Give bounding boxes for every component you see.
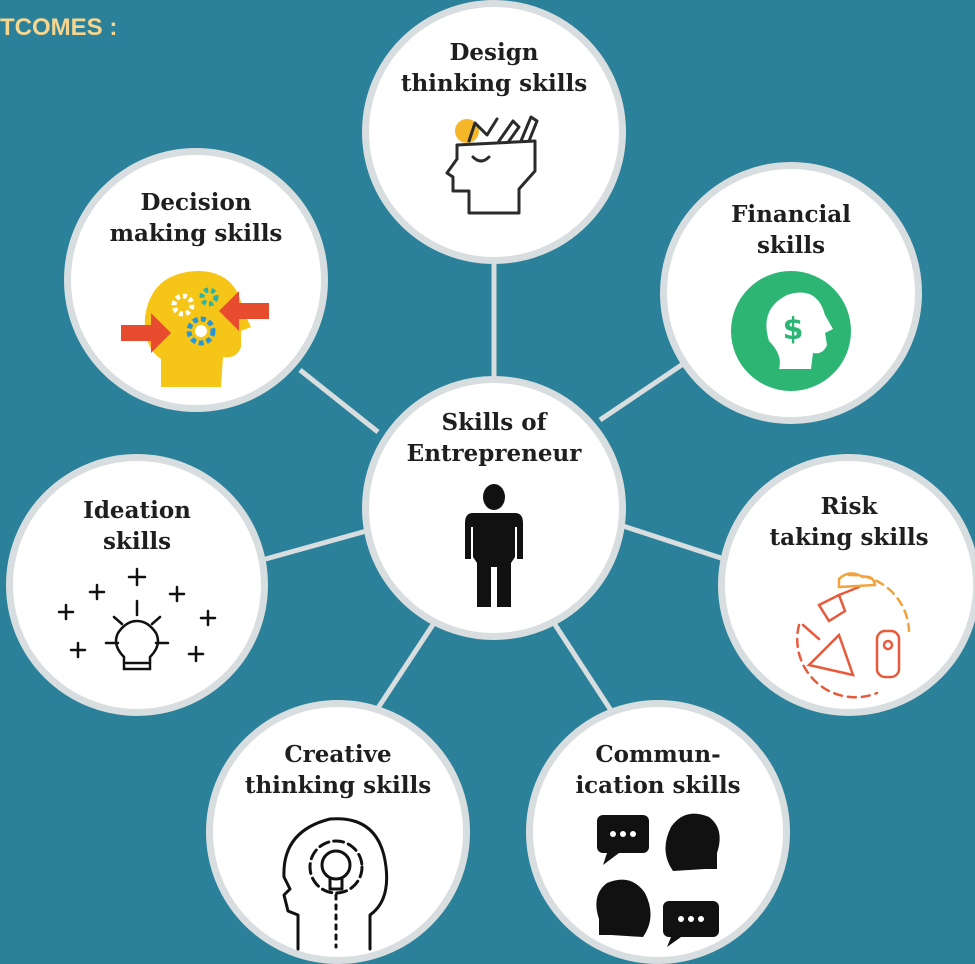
head-tools-icon: [445, 115, 539, 215]
node-decision-making: Decision making skills: [64, 148, 328, 412]
node-label-line1: Creative: [284, 741, 392, 768]
node-ideation: Ideation skills: [6, 454, 268, 716]
node-creative-thinking: Creative thinking skills: [206, 700, 470, 964]
node-label-line2: skills: [102, 528, 172, 555]
link-creative: [371, 618, 439, 716]
link-ideation: [261, 527, 371, 563]
node-label-line2: ication skills: [575, 772, 741, 799]
node-label-line1: Ideation: [83, 497, 191, 524]
node-label-line2: making skills: [109, 220, 283, 247]
link-risk: [619, 522, 728, 563]
center-label-line1: Skills of: [441, 409, 547, 436]
head-gears-icon: [121, 271, 269, 387]
svg-text:$: $: [783, 312, 804, 347]
node-label-line1: Risk: [820, 493, 878, 520]
section-heading: TCOMES :: [0, 14, 118, 41]
center-label-line2: Entrepreneur: [406, 440, 582, 467]
head-dollar-icon: $: [731, 271, 851, 391]
node-risk-taking: Risk taking skills: [718, 454, 975, 716]
risk-icon: [796, 572, 911, 699]
person-icon: [465, 484, 523, 607]
node-label-line2: thinking skills: [244, 772, 432, 799]
node-label-line1: Commun-: [595, 741, 721, 768]
node-design-thinking: Design thinking skills: [362, 0, 626, 264]
node-label-line1: Design: [449, 39, 539, 66]
node-label-line2: taking skills: [769, 524, 929, 551]
node-label-line1: Decision: [140, 189, 252, 216]
head-bulb-gear-icon: [282, 817, 389, 951]
node-label-line1: Financial: [731, 201, 851, 228]
node-financial: Financial skills $: [660, 162, 922, 424]
link-financial: [598, 359, 688, 423]
node-center-entrepreneur: Skills of Entrepreneur: [362, 376, 626, 640]
link-communication: [549, 618, 615, 714]
lightbulb-icon: [57, 567, 217, 671]
node-label-line2: skills: [756, 232, 826, 259]
node-communication: Commun- ication skills: [526, 700, 790, 964]
link-decision: [298, 368, 380, 434]
speech-heads-icon: [596, 813, 720, 947]
node-label-line2: thinking skills: [400, 70, 588, 97]
